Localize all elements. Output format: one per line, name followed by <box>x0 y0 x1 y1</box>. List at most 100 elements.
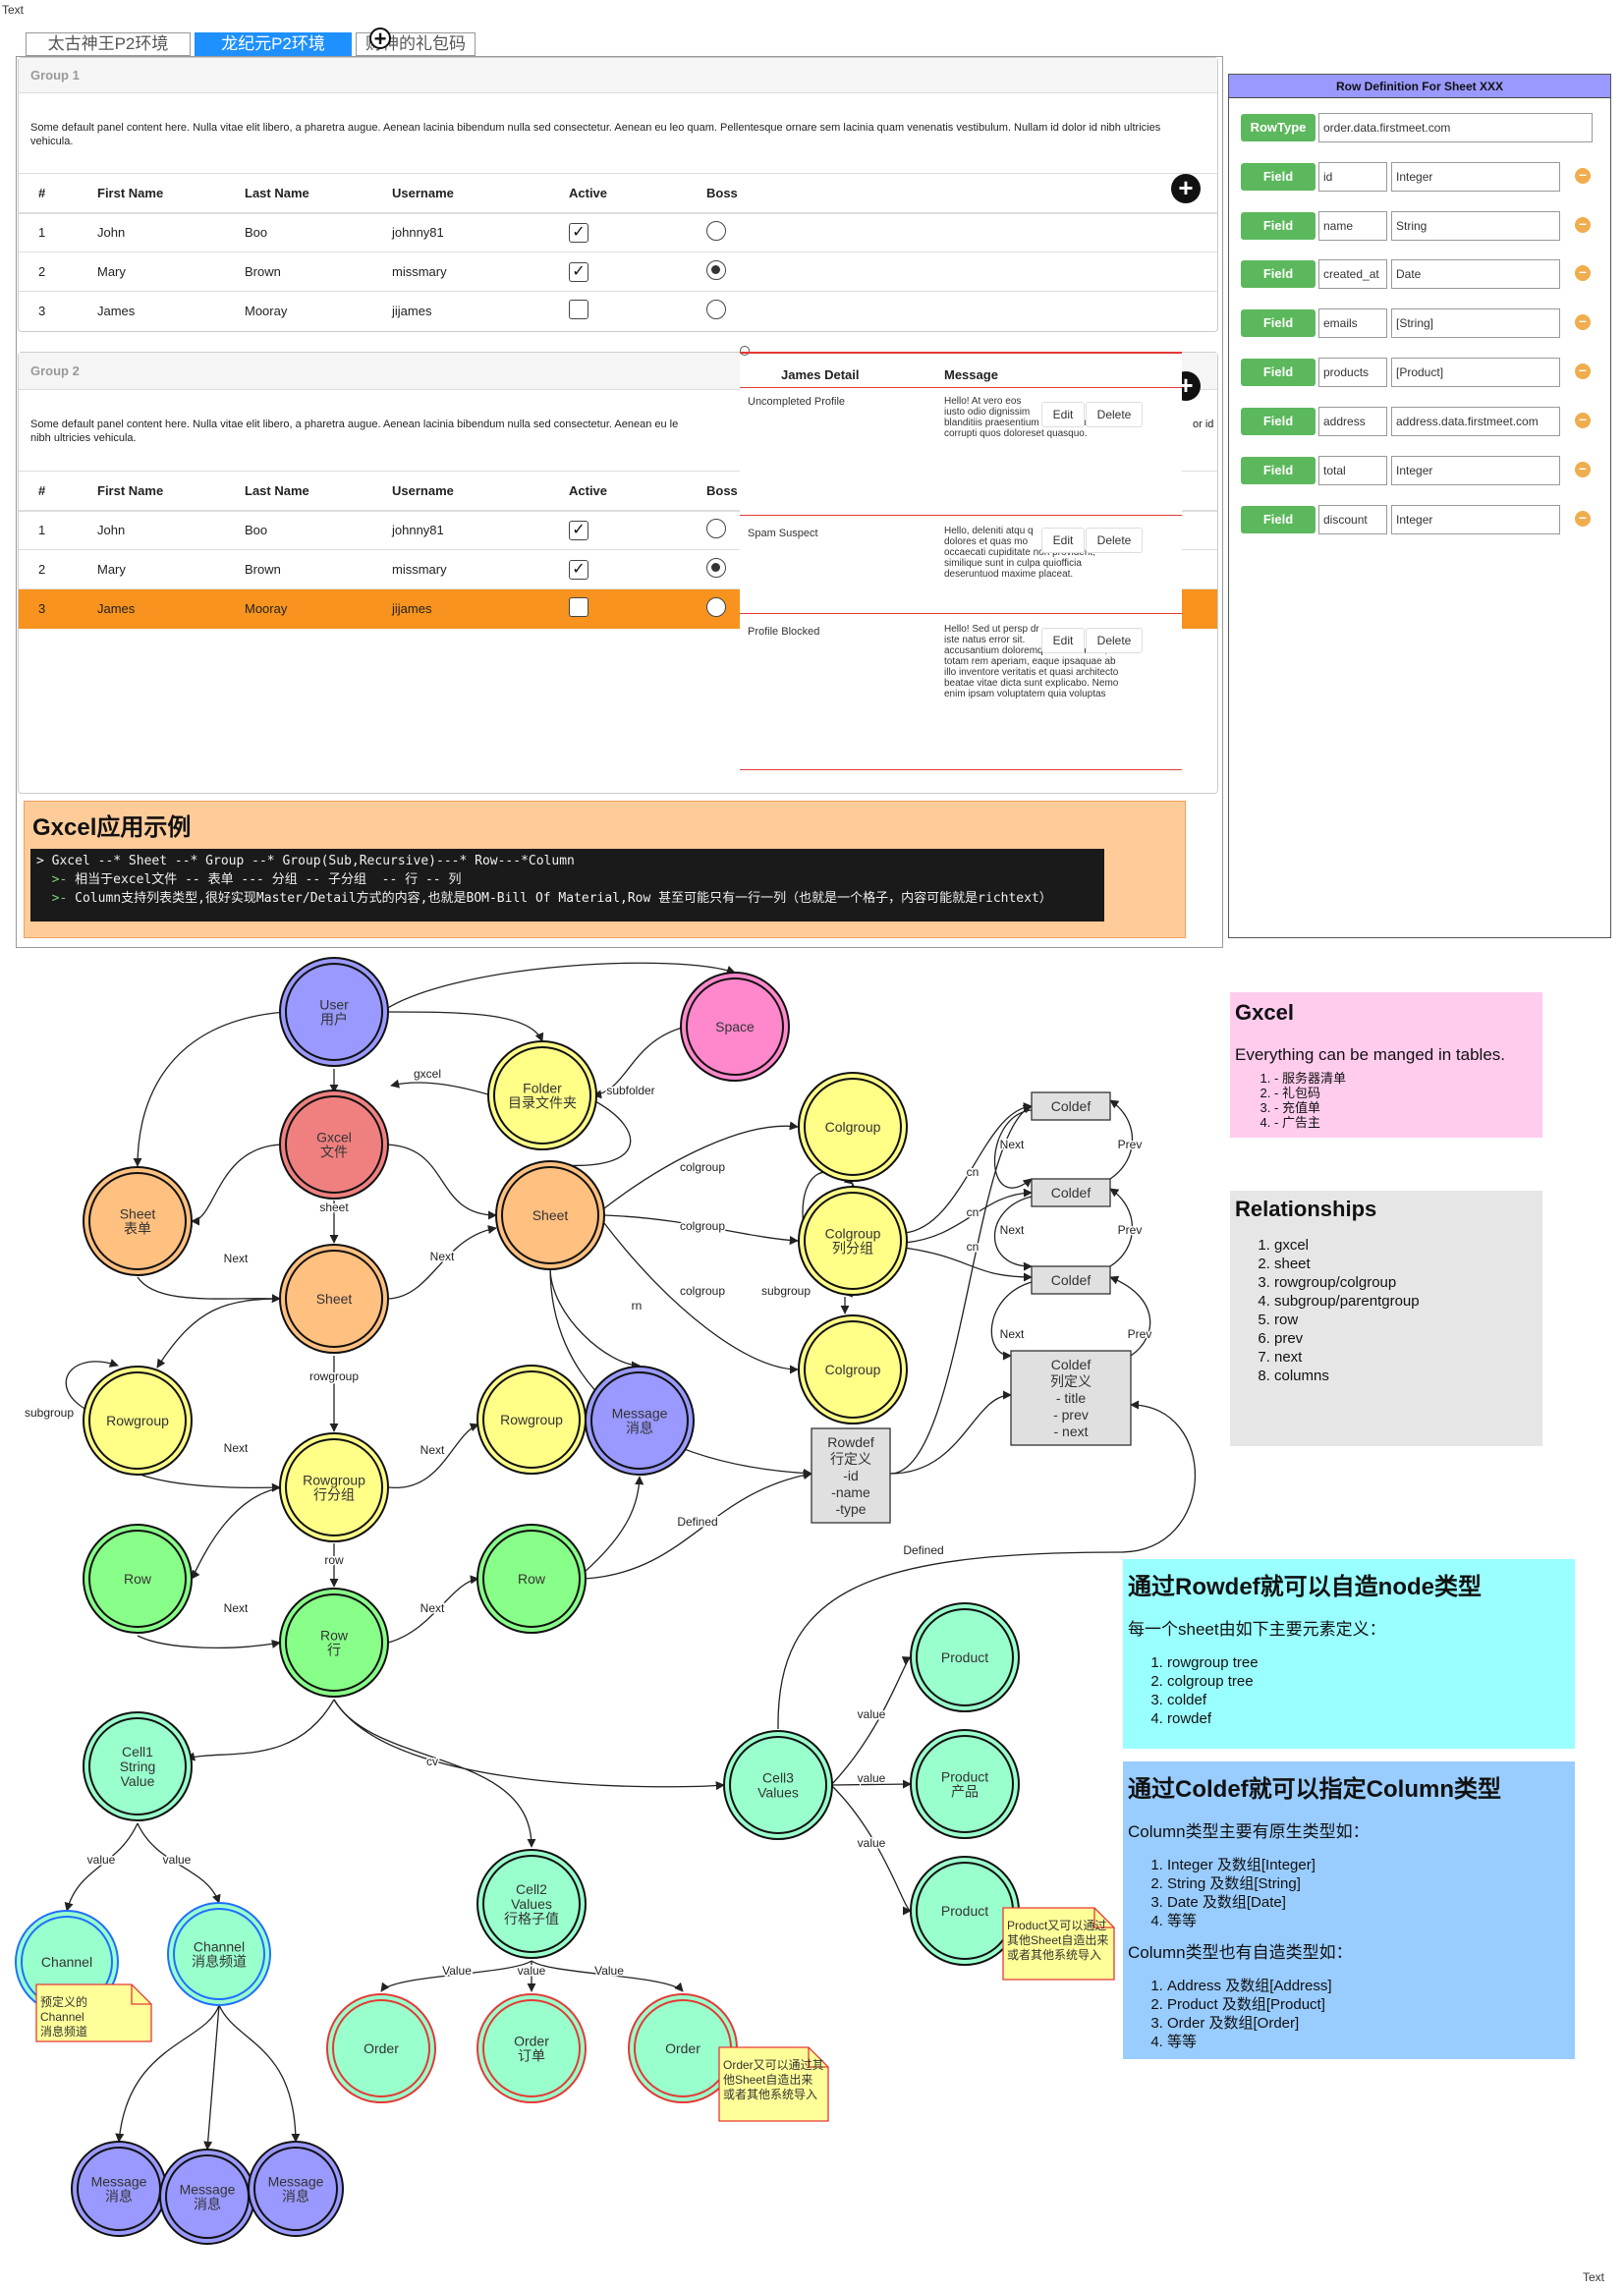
terminal-line: >- 相当于excel文件 -- 表单 --- 分组 -- 子分组 -- 行 -… <box>36 870 1098 889</box>
remove-field-icon[interactable]: – <box>1575 461 1591 477</box>
rowtype-input[interactable]: order.data.firstmeet.com <box>1318 113 1593 142</box>
detail-row: Spam Suspect Hello, deleniti atqu q dolo… <box>740 515 1182 613</box>
close-icon[interactable] <box>740 346 750 356</box>
node-rowgroupR: Rowgroup <box>476 1365 587 1475</box>
edit-button[interactable]: Edit <box>1041 402 1085 427</box>
field-name-input[interactable]: id <box>1318 162 1387 192</box>
tab-2[interactable]: 龙纪元P2环境 <box>195 32 352 56</box>
add-row-icon[interactable]: + <box>1171 174 1201 203</box>
remove-field-icon[interactable]: – <box>1575 412 1591 428</box>
field-name-input[interactable]: name <box>1318 211 1387 241</box>
node-label: Sheet <box>316 1291 353 1307</box>
remove-field-icon[interactable]: – <box>1575 510 1591 527</box>
list-item: 等等 <box>1167 2033 1570 2051</box>
node-label: Channel <box>41 1954 92 1970</box>
cell: James <box>78 291 225 331</box>
edit-button[interactable]: Edit <box>1041 528 1085 553</box>
node-inner-ring <box>285 1250 383 1348</box>
field-type-input[interactable]: Integer <box>1391 456 1560 485</box>
node-label: 行格子值 <box>504 1911 559 1927</box>
row-definition-title: Row Definition For Sheet XXX <box>1229 75 1610 98</box>
boss-radio[interactable] <box>706 260 726 280</box>
field-button[interactable]: Field <box>1241 359 1316 386</box>
remove-field-icon[interactable]: – <box>1575 313 1591 330</box>
corner-text-bottom-right: Text <box>1583 2270 1605 2284</box>
active-checkbox[interactable]: ✓ <box>569 520 588 540</box>
field-type-input[interactable]: Integer <box>1391 162 1560 192</box>
edge-label: gxcel <box>414 1067 441 1081</box>
col-header: First Name <box>78 471 225 512</box>
delete-button[interactable]: Delete <box>1086 628 1143 653</box>
list-item: Product 及数组[Product] <box>1167 1995 1570 2014</box>
field-button[interactable]: Field <box>1241 260 1316 288</box>
remove-field-icon[interactable]: – <box>1575 264 1591 281</box>
field-name-input[interactable]: products <box>1318 358 1387 387</box>
add-tab-icon[interactable]: + <box>369 28 391 50</box>
boss-radio[interactable] <box>706 221 726 242</box>
table-row[interactable]: 3 James Mooray jijames <box>19 291 1217 331</box>
rowtype-button[interactable]: RowType <box>1241 114 1316 141</box>
edge-label: Value <box>594 1964 624 1978</box>
edge-label: value <box>87 1853 116 1867</box>
edge-label: rowgroup <box>309 1369 359 1383</box>
group-1-desc: Some default panel content here. Nulla v… <box>30 122 1161 147</box>
message-line: Hello, deleniti atqu q <box>944 526 1034 536</box>
active-checkbox[interactable]: ✓ <box>569 222 588 243</box>
edge-label: Prev <box>1128 1327 1152 1341</box>
terminal-text: 相当于excel文件 -- 表单 --- 分组 -- 子分组 -- 行 -- 列 <box>75 872 462 887</box>
field-type-input[interactable]: [Product] <box>1391 358 1560 387</box>
boss-radio[interactable] <box>706 558 726 578</box>
edge-label: Next <box>430 1250 455 1263</box>
list-item: columns <box>1274 1367 1538 1385</box>
delete-button[interactable]: Delete <box>1086 402 1143 427</box>
remove-field-icon[interactable]: – <box>1575 363 1591 379</box>
field-type-input[interactable]: address.data.firstmeet.com <box>1391 407 1560 436</box>
delete-button[interactable]: Delete <box>1086 528 1143 553</box>
edge-label: Next <box>420 1601 445 1615</box>
field-button[interactable]: Field <box>1241 212 1316 240</box>
field-button[interactable]: Field <box>1241 408 1316 435</box>
active-checkbox[interactable] <box>569 300 588 320</box>
cell: John <box>78 510 225 550</box>
node-label: Message <box>180 2182 236 2198</box>
active-checkbox[interactable]: ✓ <box>569 559 588 580</box>
node-sheetB: Sheet <box>279 1244 389 1354</box>
edge <box>830 1784 912 1916</box>
table-row[interactable]: 1 John Boo johnny81 ✓ <box>19 212 1217 252</box>
remove-field-icon[interactable]: – <box>1575 216 1591 233</box>
boss-radio[interactable] <box>706 300 726 320</box>
boss-radio[interactable] <box>706 597 726 618</box>
field-type-input[interactable]: String <box>1391 211 1560 241</box>
field-name-input[interactable]: emails <box>1318 308 1387 338</box>
tab-1[interactable]: 太古神王P2环境 <box>26 32 191 56</box>
field-button[interactable]: Field <box>1241 457 1316 484</box>
active-checkbox[interactable] <box>569 597 588 618</box>
field-name-input[interactable]: discount <box>1318 505 1387 534</box>
message-line: Hello! Sed ut persp dr <box>944 624 1039 635</box>
remove-field-icon[interactable]: – <box>1575 167 1591 184</box>
field-type-input[interactable]: Date <box>1391 259 1560 289</box>
field-button[interactable]: Field <box>1241 309 1316 337</box>
node-label: Values <box>511 1896 552 1912</box>
node-label: Value <box>121 1773 155 1789</box>
boss-radio[interactable] <box>706 519 726 539</box>
field-name-input[interactable]: address <box>1318 407 1387 436</box>
list-item: Integer 及数组[Integer] <box>1167 1856 1570 1874</box>
active-checkbox[interactable]: ✓ <box>569 261 588 282</box>
field-type-input[interactable]: [String] <box>1391 308 1560 338</box>
field-name-input[interactable]: created_at <box>1318 259 1387 289</box>
node-inner-ring <box>482 1370 581 1469</box>
field-button[interactable]: Field <box>1241 506 1316 533</box>
edge-label: value <box>163 1853 192 1867</box>
field-name-input[interactable]: total <box>1318 456 1387 485</box>
james-detail-popover: James Detail Message Uncompleted Profile… <box>740 346 1182 784</box>
field-button[interactable]: Field <box>1241 163 1316 191</box>
table-row[interactable]: 2 Mary Brown missmary ✓ <box>19 251 1217 292</box>
box-label: Coldef <box>1051 1185 1092 1201</box>
cell: Mary <box>78 251 225 292</box>
edit-button[interactable]: Edit <box>1041 628 1085 653</box>
field-type-input[interactable]: Integer <box>1391 505 1560 534</box>
node-inner-ring <box>482 1530 581 1628</box>
